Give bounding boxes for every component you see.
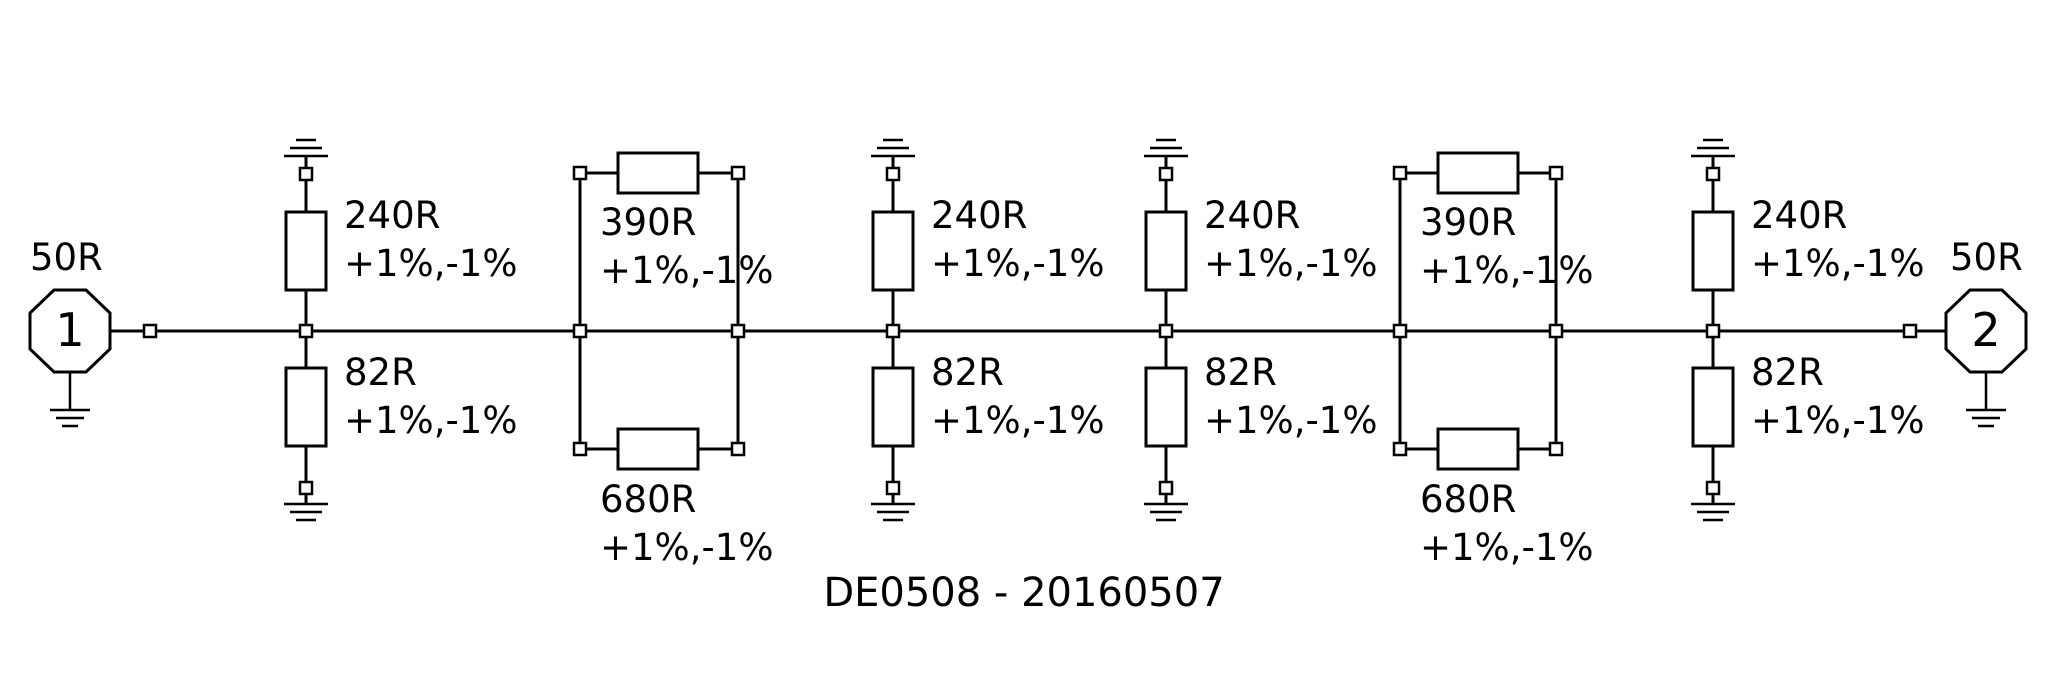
series-stage-2: 390R +1%,-1% 680R +1%,-1%: [1392, 151, 1594, 569]
port-2-number: 2: [1971, 303, 2000, 357]
port-2-octagon: [1944, 288, 2028, 374]
resistor-top: [284, 210, 328, 292]
ground-icon: [871, 138, 915, 158]
resistor-bottom-tolerance: +1%,-1%: [1420, 526, 1594, 569]
ground-icon: [50, 408, 90, 428]
resistor-bottom-value: 82R: [344, 351, 417, 394]
ground-icon: [1966, 408, 2006, 428]
resistor-bottom-value: 680R: [600, 478, 696, 521]
resistor-bottom: [284, 366, 328, 448]
resistor-top-value: 390R: [1420, 201, 1516, 244]
resistor-bottom: [1144, 366, 1188, 448]
resistor-bottom-value: 82R: [1204, 351, 1277, 394]
resistor-top-tolerance: +1%,-1%: [1204, 242, 1378, 285]
resistor-top-tolerance: +1%,-1%: [1751, 242, 1925, 285]
resistor-top: [1144, 210, 1188, 292]
shunt-stage-2: 240R +1%,-1% 82R +1%,-1%: [871, 138, 1105, 522]
port-1-impedance: 50R: [30, 236, 103, 279]
resistor-bottom-tolerance: +1%,-1%: [344, 399, 518, 442]
resistor-bottom: [871, 366, 915, 448]
resistor-top-tolerance: +1%,-1%: [931, 242, 1105, 285]
resistor-bottom-value: 82R: [1751, 351, 1824, 394]
ground-icon: [1691, 502, 1735, 522]
port-2-impedance: 50R: [1950, 236, 2023, 279]
resistor-top-value: 240R: [1204, 194, 1300, 237]
ground-icon: [1144, 138, 1188, 158]
port-2: 50R 2: [1902, 236, 2028, 428]
resistor-bottom-tolerance: +1%,-1%: [931, 399, 1105, 442]
resistor-bottom-value: 82R: [931, 351, 1004, 394]
schematic-title: DE0508 - 20160507: [823, 570, 1224, 616]
shunt-stage-3: 240R +1%,-1% 82R +1%,-1%: [1144, 138, 1378, 522]
resistor-bottom: [616, 427, 700, 471]
resistor-top-value: 240R: [344, 194, 440, 237]
resistor-top: [616, 151, 700, 195]
resistor-bottom-tolerance: +1%,-1%: [600, 526, 774, 569]
series-stage-1: 390R +1%,-1% 680R +1%,-1%: [572, 151, 774, 569]
resistor-top-value: 240R: [1751, 194, 1847, 237]
ground-icon: [284, 138, 328, 158]
port-1-number: 1: [55, 303, 84, 357]
port-1-octagon: [28, 288, 112, 374]
resistor-top: [871, 210, 915, 292]
resistor-top-tolerance: +1%,-1%: [600, 249, 774, 292]
resistor-top: [1436, 151, 1520, 195]
resistor-top-tolerance: +1%,-1%: [344, 242, 518, 285]
resistor-bottom-tolerance: +1%,-1%: [1204, 399, 1378, 442]
port-1: 50R 1: [28, 236, 158, 428]
ground-icon: [284, 502, 328, 522]
resistor-bottom-tolerance: +1%,-1%: [1751, 399, 1925, 442]
ground-icon: [1691, 138, 1735, 158]
resistor-top-value: 240R: [931, 194, 1027, 237]
resistor-top: [1691, 210, 1735, 292]
resistor-bottom-value: 680R: [1420, 478, 1516, 521]
resistor-bottom: [1436, 427, 1520, 471]
ground-icon: [1144, 502, 1188, 522]
resistor-top-tolerance: +1%,-1%: [1420, 249, 1594, 292]
shunt-stage-4: 240R +1%,-1% 82R +1%,-1%: [1691, 138, 1925, 522]
ground-icon: [871, 502, 915, 522]
resistor-bottom: [1691, 366, 1735, 448]
resistor-top-value: 390R: [600, 201, 696, 244]
shunt-stage-1: 240R +1%,-1% 82R +1%,-1%: [284, 138, 518, 522]
